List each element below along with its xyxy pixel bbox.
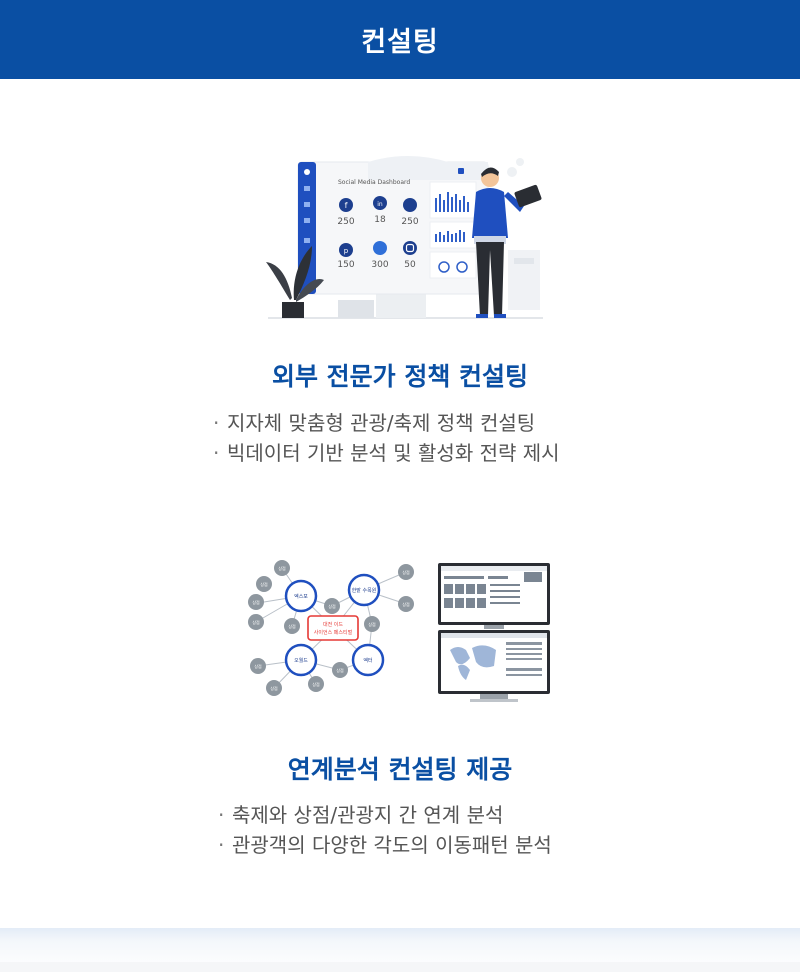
stat-twitter: 250 xyxy=(401,198,419,227)
svg-text:상점: 상점 xyxy=(260,581,268,587)
bullet-dot-icon: · xyxy=(213,411,220,435)
svg-text:상점: 상점 xyxy=(288,623,296,629)
page-title: 컨설팅 xyxy=(361,27,439,58)
stat-pinterest: p 150 xyxy=(337,243,355,270)
page-header: 컨설팅 xyxy=(0,0,800,79)
bullet-dot-icon: · xyxy=(218,833,225,857)
dashboard-illustration: Social Media Dashboard f 250 in 18 250 p… xyxy=(258,150,548,325)
svg-text:상점: 상점 xyxy=(328,603,336,609)
stat-facebook: f 250 xyxy=(337,198,355,227)
section1-title: 외부 전문가 정책 컨설팅 xyxy=(271,362,529,391)
svg-text:상점: 상점 xyxy=(312,681,320,687)
svg-text:p: p xyxy=(344,247,349,255)
svg-text:사이언스 페스티벌: 사이언스 페스티벌 xyxy=(314,629,353,636)
stat-dribbble: 300 xyxy=(371,241,389,270)
svg-text:상점: 상점 xyxy=(252,599,260,605)
svg-text:250: 250 xyxy=(337,217,354,227)
svg-text:상점: 상점 xyxy=(252,619,260,625)
bullet-dot-icon: · xyxy=(218,803,225,827)
svg-text:250: 250 xyxy=(401,217,418,227)
svg-text:엑스포: 엑스포 xyxy=(294,593,308,600)
svg-text:상점: 상점 xyxy=(270,685,278,691)
svg-text:상점: 상점 xyxy=(336,667,344,673)
section1-bullet-list: ·지자체 맞춤형 관광/축제 정책 컨설팅 ·빅데이터 기반 분석 및 활성화 … xyxy=(213,408,560,468)
svg-text:상점: 상점 xyxy=(402,569,410,575)
list-item: ·축제와 상점/관광지 간 연계 분석 xyxy=(218,800,552,830)
svg-text:상점: 상점 xyxy=(254,663,262,669)
svg-text:f: f xyxy=(345,201,348,210)
svg-text:300: 300 xyxy=(371,260,388,270)
section2-bullet-list: ·축제와 상점/관광지 간 연계 분석 ·관광객의 다양한 각도의 이동패턴 분… xyxy=(218,800,552,860)
svg-text:상점: 상점 xyxy=(402,601,410,607)
stat-instagram: 50 xyxy=(403,241,417,270)
svg-text:in: in xyxy=(377,201,383,208)
svg-text:엑터: 엑터 xyxy=(363,657,372,664)
list-item: ·관광객의 다양한 각도의 이동패턴 분석 xyxy=(218,830,552,860)
svg-text:상점: 상점 xyxy=(368,621,376,627)
svg-text:한밭 수목원: 한밭 수목원 xyxy=(352,587,377,594)
section2-title: 연계분석 컨설팅 제공 xyxy=(287,755,513,784)
svg-text:대전 이드: 대전 이드 xyxy=(323,621,343,628)
svg-text:18: 18 xyxy=(374,215,386,225)
svg-text:50: 50 xyxy=(404,260,416,270)
network-illustration: 상점 상점 상점 상점 상점 상점 상점 상점 상점 상점 상점 상점 상점 엑… xyxy=(244,558,556,708)
stat-linkedin: in 18 xyxy=(373,196,387,225)
list-item: ·빅데이터 기반 분석 및 활성화 전략 제시 xyxy=(213,438,560,468)
list-item: ·지자체 맞춤형 관광/축제 정책 컨설팅 xyxy=(213,408,560,438)
dashboard-title: Social Media Dashboard xyxy=(338,179,410,186)
svg-text:상점: 상점 xyxy=(278,565,286,571)
svg-text:오월드: 오월드 xyxy=(294,657,308,664)
footer-divider xyxy=(0,962,800,972)
svg-text:150: 150 xyxy=(337,260,354,270)
bullet-dot-icon: · xyxy=(213,441,220,465)
